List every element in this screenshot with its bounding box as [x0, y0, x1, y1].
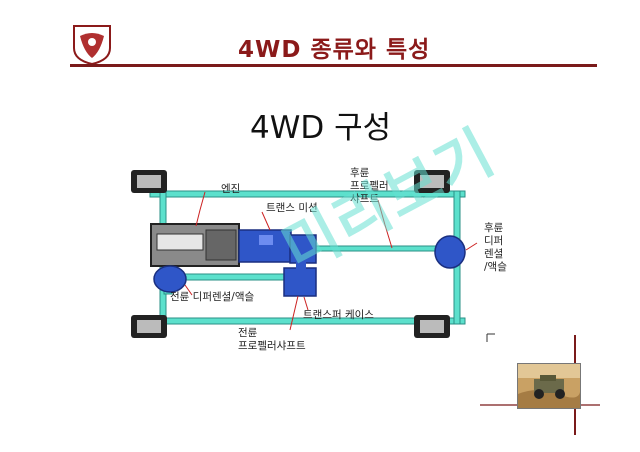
engine — [150, 223, 240, 267]
humvee-photo — [517, 363, 581, 409]
label-engine: 엔진 — [221, 183, 241, 195]
wheel-rear-right — [414, 315, 450, 338]
wheel-rear-left — [414, 170, 450, 193]
label-transfer-case: 트랜스퍼 케이스 — [303, 309, 374, 321]
transfer-case — [283, 234, 317, 297]
header-title: 4WD 종류와 특성 — [238, 37, 431, 63]
label-front-differential: 전륜 디퍼렌셜/액슬 — [170, 291, 255, 303]
leader-lines — [184, 191, 478, 331]
slide-title: 4WD 구성 — [250, 110, 392, 146]
header-divider — [70, 64, 597, 67]
rear-differential — [434, 235, 466, 269]
korea-logo — [70, 22, 114, 66]
label-rear-propeller-shaft: 후륜 프로펠러 샤프트 — [350, 167, 389, 205]
label-transmission: 트랜스 미션 — [266, 202, 318, 214]
label-front-propeller-shaft: 전륜 프로펠러샤프트 — [238, 327, 306, 352]
corner-bracket — [486, 333, 495, 342]
wheels — [131, 170, 450, 338]
label-rear-differential: 후륜 디퍼 렌셜 /액슬 — [484, 222, 507, 273]
front-differential — [153, 265, 187, 293]
wheel-front-right — [131, 315, 167, 338]
wheel-front-left — [131, 170, 167, 193]
transmission — [238, 229, 292, 263]
